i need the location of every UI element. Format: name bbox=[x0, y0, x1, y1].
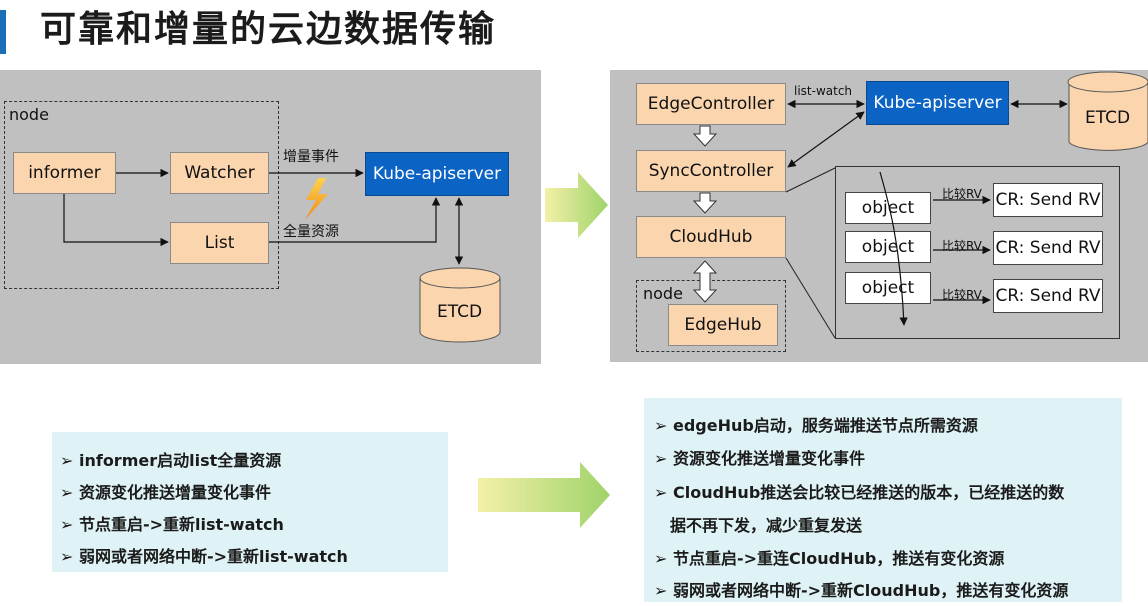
lightning-icon bbox=[305, 178, 328, 220]
edgehub-box: EdgeHub bbox=[668, 304, 778, 346]
object-box: object bbox=[845, 192, 931, 224]
cr-send-rv-box: CR: Send RV bbox=[993, 231, 1103, 265]
right-etcd-label: ETCD bbox=[1085, 108, 1131, 128]
summary-item: ➢ informer启动list全量资源 bbox=[60, 451, 282, 470]
summary-item: ➢ 资源变化推送增量变化事件 bbox=[60, 483, 271, 502]
transition-arrow-icon bbox=[545, 172, 608, 238]
summary-item: ➢ edgeHub启动，服务端推送节点所需资源 bbox=[654, 416, 978, 435]
compare-rv-label: 比较RV bbox=[942, 187, 982, 201]
object-box: object bbox=[845, 231, 931, 263]
object-box: object bbox=[845, 272, 931, 304]
cr-send-rv-box: CR: Send RV bbox=[993, 183, 1103, 217]
compare-rv-label: 比较RV bbox=[942, 288, 982, 302]
summary-item: ➢ 节点重启->重连CloudHub，推送有变化资源 bbox=[654, 549, 1005, 568]
left-etcd-label: ETCD bbox=[437, 302, 483, 322]
informer-box: informer bbox=[13, 152, 116, 194]
right-apiserver-box: Kube-apiserver bbox=[866, 81, 1009, 125]
summary-item: ➢ 弱网或者网络中断->重新list-watch bbox=[60, 547, 348, 566]
summary-box-left bbox=[52, 432, 448, 572]
edge-controller-box: EdgeController bbox=[636, 83, 786, 125]
page-title: 可靠和增量的云边数据传输 bbox=[40, 9, 497, 50]
transition-arrow-icon bbox=[478, 462, 610, 528]
summary-item: 据不再下发，减少重复发送 bbox=[670, 516, 863, 535]
right-etcd-cylinder bbox=[1067, 71, 1148, 151]
left-apiserver-box: Kube-apiserver bbox=[365, 152, 509, 196]
right-node-boundary bbox=[636, 280, 786, 352]
left-node-label: node bbox=[9, 105, 49, 124]
cloudhub-box: CloudHub bbox=[636, 216, 786, 258]
sync-controller-box: SyncController bbox=[636, 150, 786, 192]
full-resource-label: 全量资源 bbox=[283, 224, 339, 240]
title-accent-bar bbox=[0, 10, 6, 54]
incremental-event-label: 增量事件 bbox=[283, 149, 339, 165]
right-node-label: node bbox=[643, 284, 683, 303]
summary-item: ➢ 节点重启->重新list-watch bbox=[60, 515, 284, 534]
summary-item: ➢ 资源变化推送增量变化事件 bbox=[654, 449, 865, 468]
summary-item: ➢ 弱网或者网络中断->重新CloudHub，推送有变化资源 bbox=[654, 581, 1069, 600]
list-watch-label: list-watch bbox=[794, 84, 853, 98]
left-etcd-cylinder bbox=[419, 267, 501, 343]
watcher-box: Watcher bbox=[170, 152, 269, 194]
summary-box-right bbox=[644, 398, 1122, 602]
cr-send-rv-box: CR: Send RV bbox=[993, 279, 1103, 313]
left-node-boundary bbox=[4, 101, 279, 289]
list-box: List bbox=[170, 222, 269, 264]
summary-item: ➢ CloudHub推送会比较已经推送的版本，已经推送的数 bbox=[654, 483, 1065, 502]
